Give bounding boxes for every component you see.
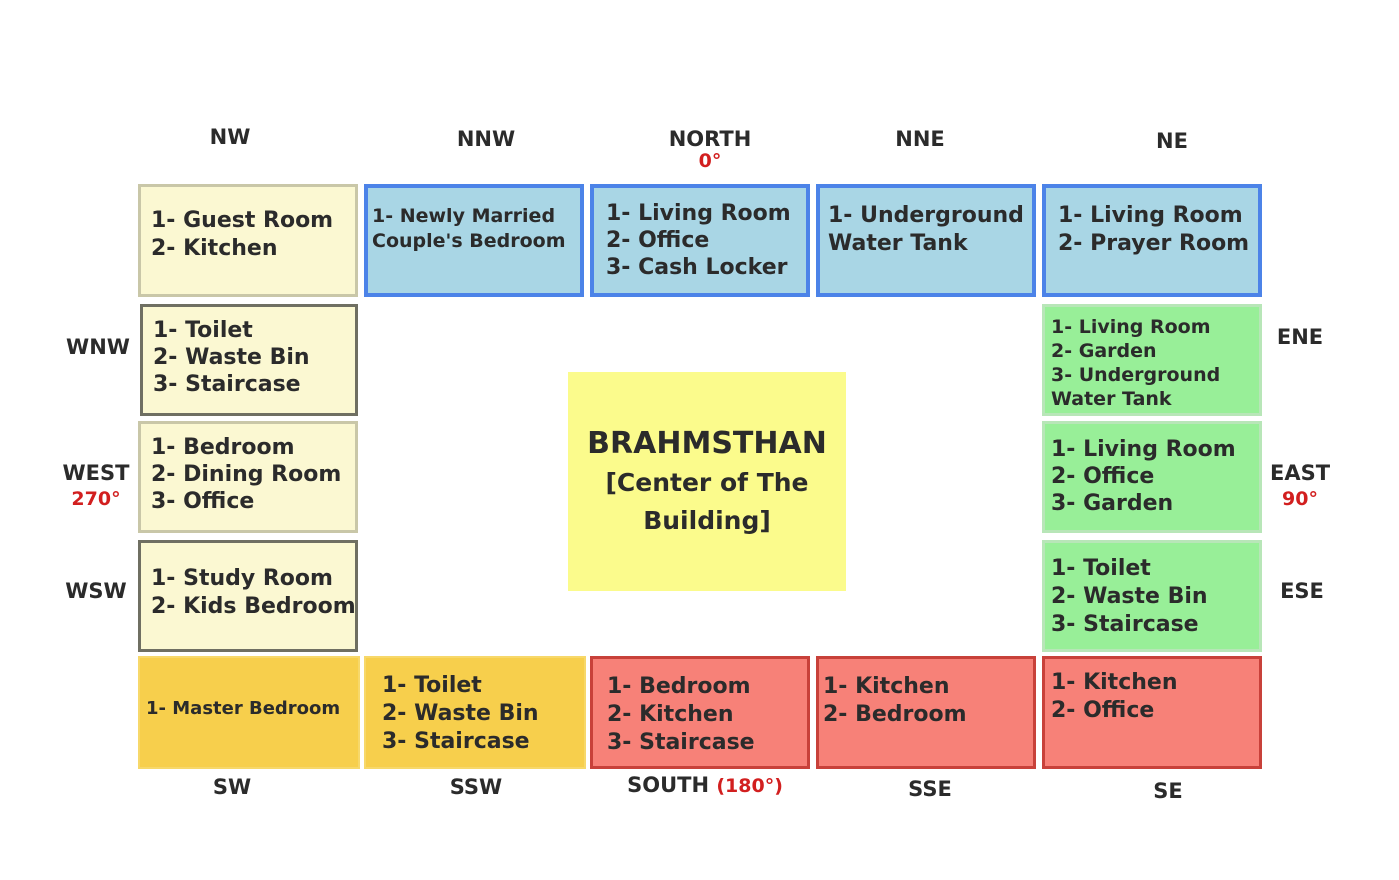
label-east: EAST 90° — [1260, 460, 1340, 512]
brahmsthan-center: BRAHMSTHAN [Center of The Building] — [568, 372, 846, 591]
label-north-degree: 0° — [698, 150, 722, 172]
label-west: WEST 270° — [56, 460, 136, 512]
label-nw: NW — [209, 125, 251, 149]
label-nnw: NNW — [456, 127, 516, 151]
label-east-degree: 90° — [1282, 488, 1318, 510]
label-wsw: WSW — [65, 579, 127, 603]
label-sw: SW — [212, 775, 252, 799]
label-sse: SSE — [908, 777, 952, 801]
label-se: SE — [1153, 779, 1183, 803]
label-ene: ENE — [1276, 325, 1324, 349]
label-south-degree: (180°) — [716, 775, 783, 797]
label-north: NORTH 0° — [650, 126, 770, 174]
center-title: BRAHMSTHAN — [587, 425, 827, 461]
label-ssw: SSW — [449, 775, 503, 799]
zone-sw: 1- Master Bedroom — [138, 656, 360, 769]
center-line-1: [Center of The — [605, 467, 809, 497]
label-west-degree: 270° — [71, 488, 121, 510]
label-wnw: WNW — [66, 335, 130, 359]
label-ese: ESE — [1280, 579, 1324, 603]
label-south: SOUTH (180°) — [627, 773, 783, 797]
center-line-2: Building] — [643, 505, 771, 535]
label-nne: NNE — [895, 127, 945, 151]
label-ne: NE — [1156, 129, 1188, 153]
